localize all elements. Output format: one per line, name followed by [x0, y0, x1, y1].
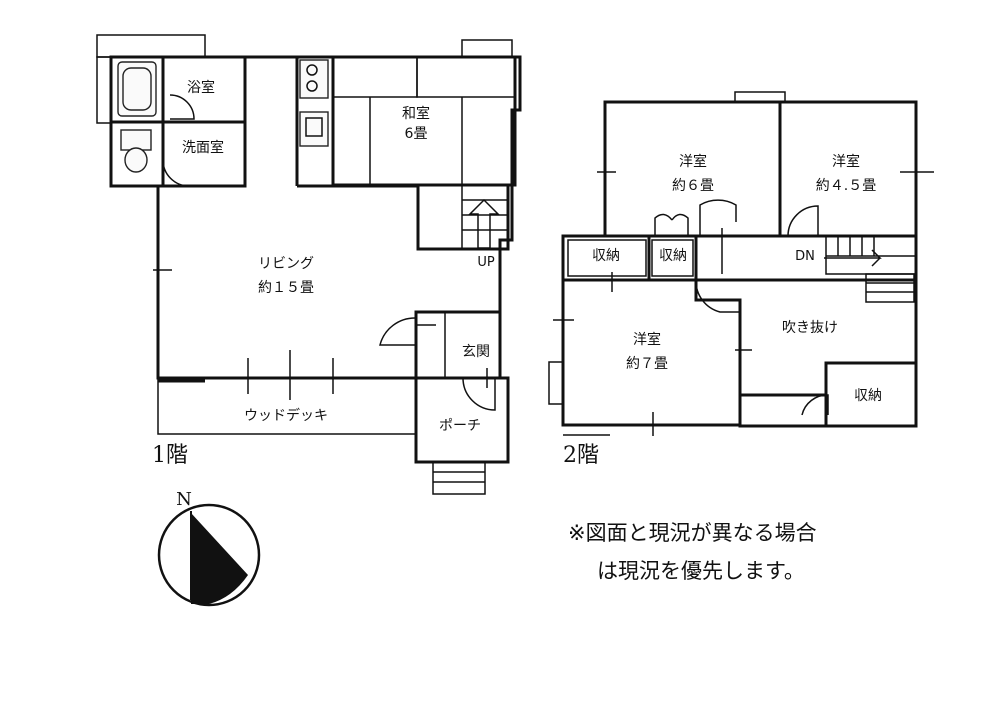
label-floor2: 2階 [563, 443, 599, 468]
label-storage-c: 収納 [854, 388, 882, 404]
label-western3-size: 約７畳 [626, 356, 668, 372]
label-washitsu-name: 和室 [402, 105, 430, 122]
label-porch: ポーチ [439, 418, 481, 434]
label-western2-name: 洋室 [832, 153, 860, 170]
porch-steps [432, 461, 486, 495]
note-line2: は現況を優先します。 [597, 559, 805, 583]
storage-a-box [567, 239, 647, 277]
label-western2-size: 約４.５畳 [816, 178, 876, 194]
label-western1-name: 洋室 [679, 153, 707, 170]
note-line1: ※図面と現況が異なる場合 [568, 521, 817, 545]
stair-down-arrow [824, 249, 882, 267]
bath-annex-side [96, 56, 112, 124]
stair-2f [825, 235, 917, 275]
toilet-bowl [124, 147, 148, 173]
label-storage-a: 収納 [592, 248, 620, 264]
floor2-plan [548, 91, 934, 436]
wood-deck-outline [157, 377, 417, 435]
sink [299, 111, 329, 147]
label-wooddeck: ウッドデッキ [244, 407, 328, 424]
label-washroom: 洗面室 [182, 139, 224, 156]
label-western3-name: 洋室 [633, 331, 661, 348]
label-living-size: 約１５畳 [258, 280, 314, 296]
label-genkan: 玄関 [462, 343, 490, 360]
label-western1-size: 約６畳 [672, 178, 714, 194]
label-bath: 浴室 [187, 79, 215, 96]
compass-north-label: N [176, 489, 192, 510]
label-fukinuke: 吹き抜け [782, 320, 838, 336]
label-stair-down: DN [795, 249, 815, 264]
stair-1f [416, 183, 510, 251]
label-storage-b: 収納 [659, 248, 687, 264]
stove [299, 59, 329, 99]
bath-annex-top [96, 34, 206, 58]
label-floor1: 1階 [152, 443, 188, 468]
compass-rose: N [157, 489, 261, 607]
label-living-name: リビング [258, 256, 314, 272]
label-stair-up: UP [477, 255, 495, 270]
stair-up-arrow [468, 198, 500, 249]
label-washitsu-size: 6畳 [405, 126, 428, 142]
toilet-tank [120, 129, 152, 151]
storage-b-box [651, 239, 694, 277]
floor1-plan [96, 34, 522, 495]
compass-north-pointer [191, 513, 248, 604]
